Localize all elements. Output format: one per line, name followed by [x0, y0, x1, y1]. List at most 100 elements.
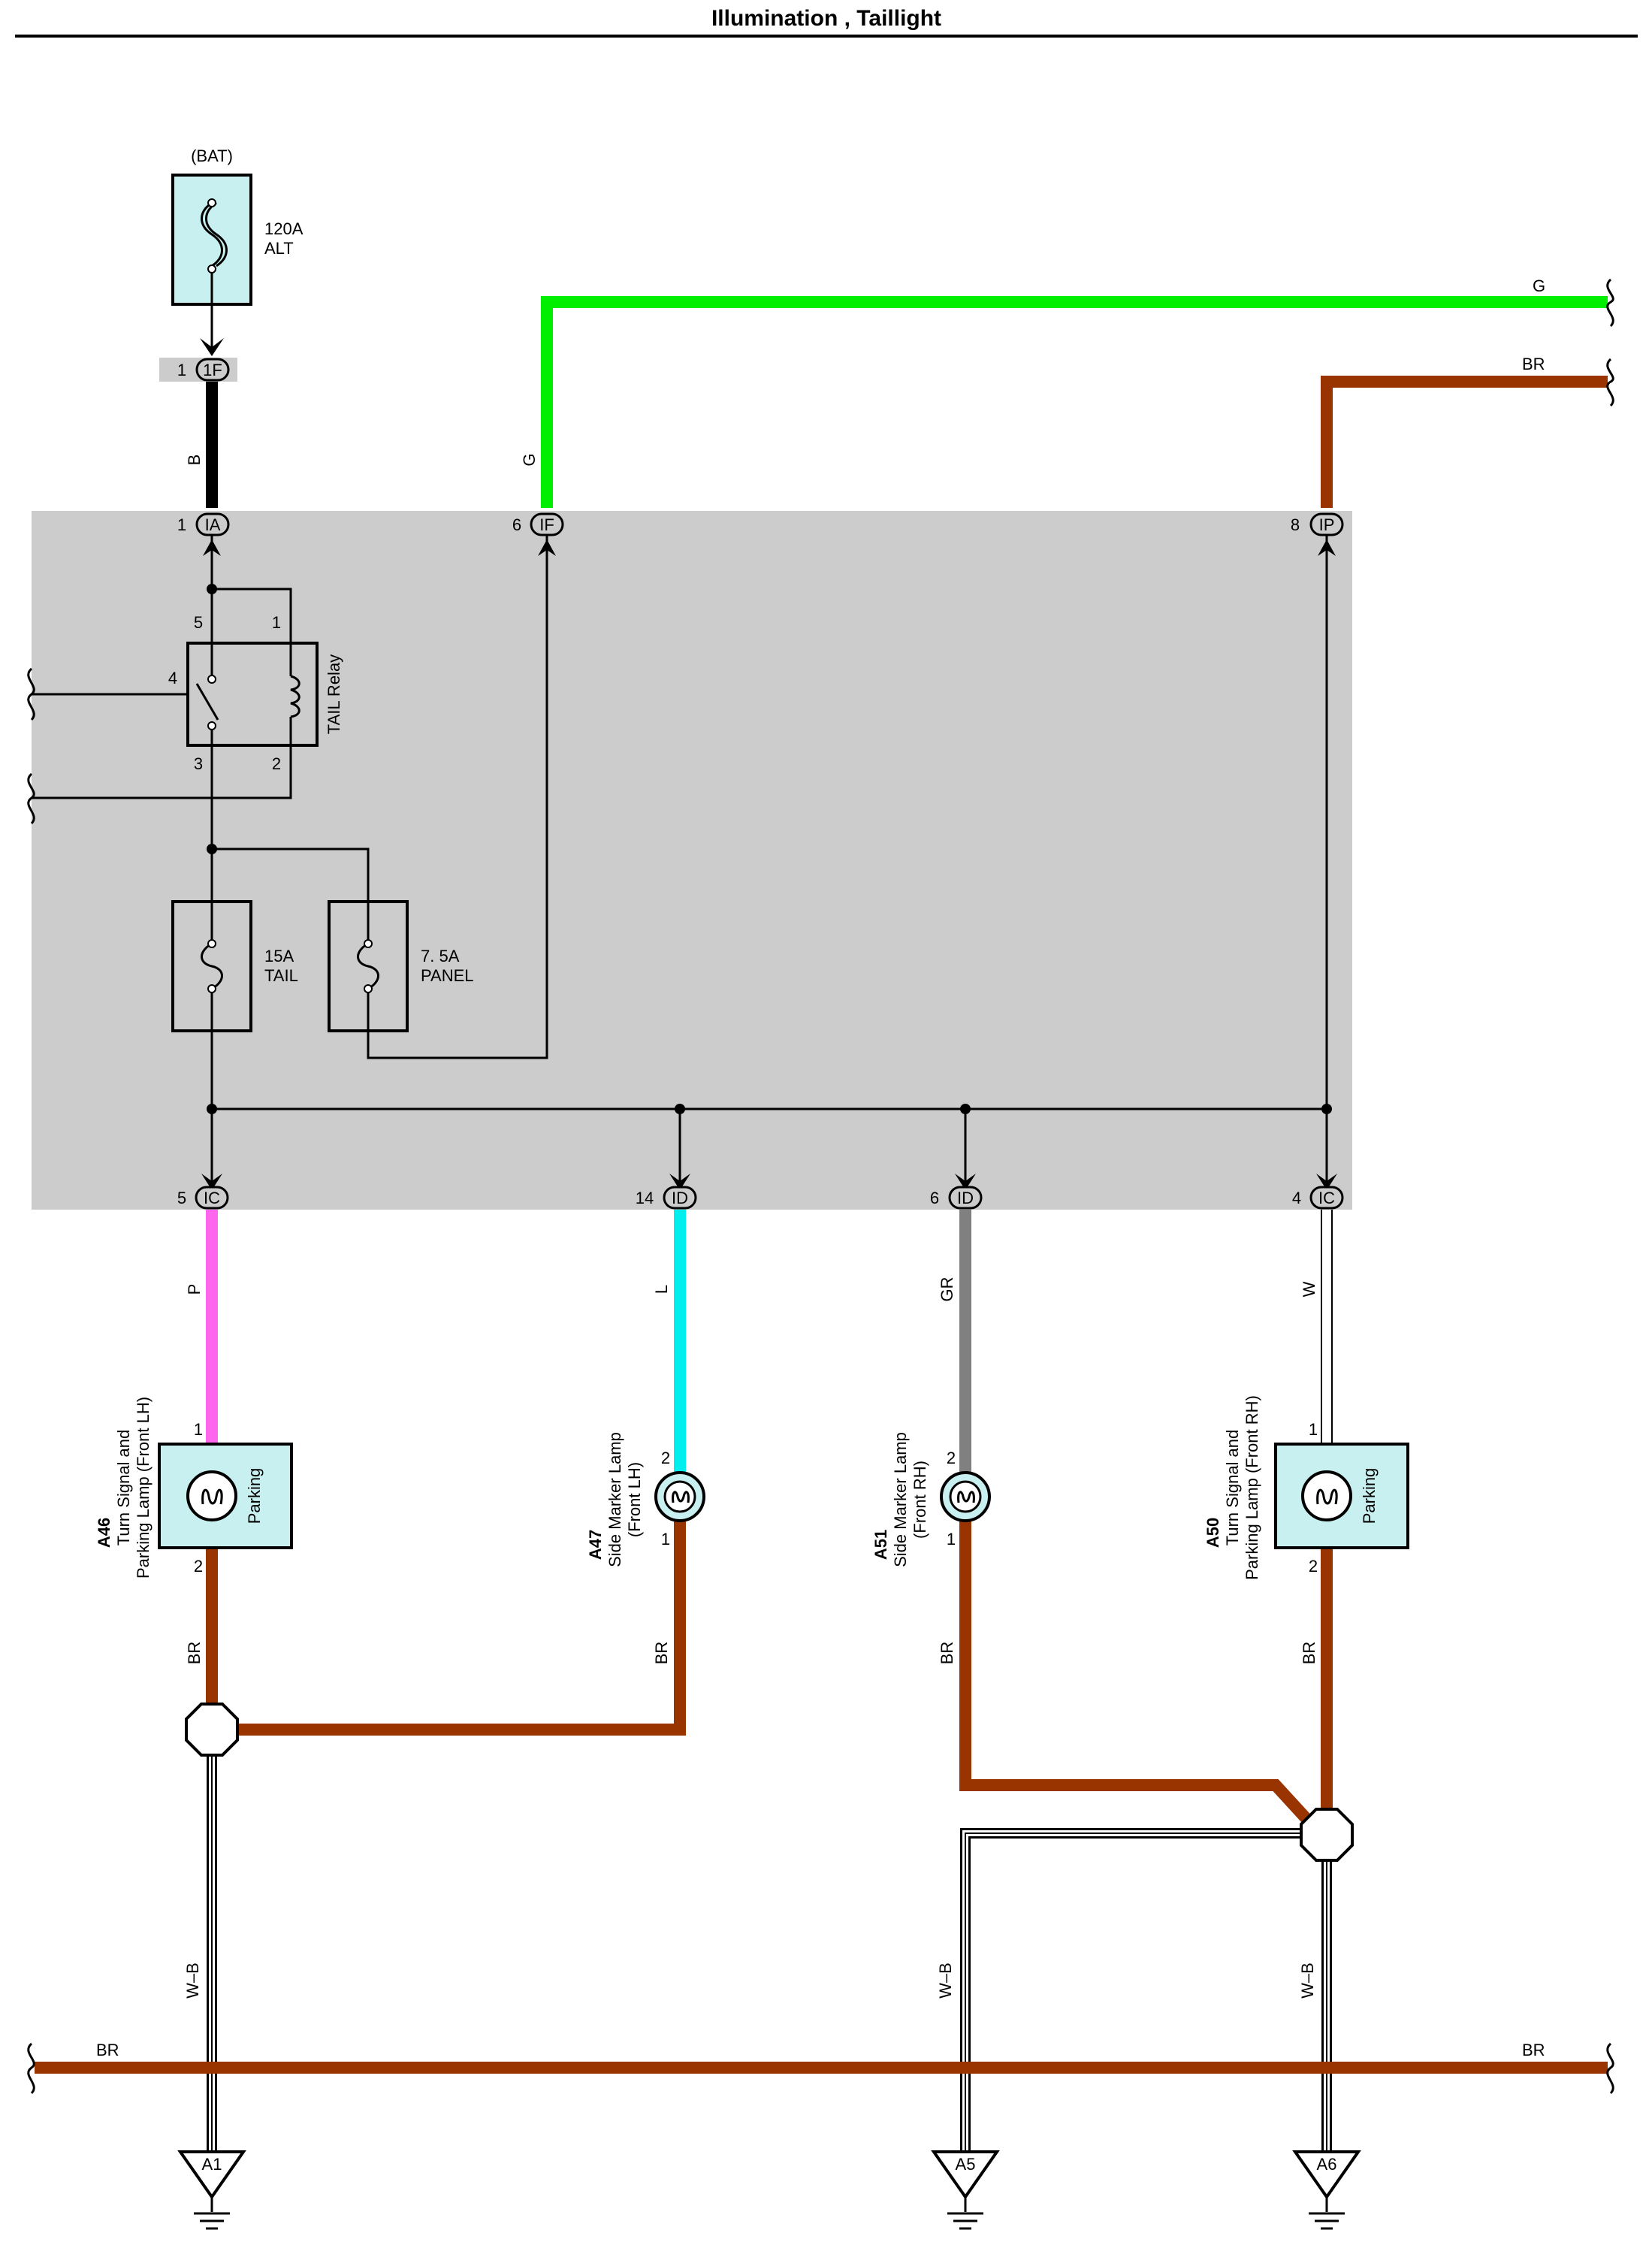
- lamp-a51-desc-1: Side Marker Lamp: [891, 1432, 910, 1567]
- connector-ic-5-code: IC: [204, 1189, 220, 1207]
- lamp-a46-code: A46: [95, 1518, 113, 1548]
- lamp-a50-desc-1: Turn Signal and: [1223, 1430, 1242, 1546]
- wire-br-returns: [206, 1515, 1333, 1826]
- junction-block: [32, 511, 1352, 1210]
- connector-ia-pin: 1: [177, 515, 186, 534]
- panel-fuse-name: PANEL: [421, 966, 474, 985]
- connector-ip-pin: 8: [1291, 515, 1300, 534]
- relay-pin-4: 4: [168, 669, 177, 687]
- wire-br-a46-label: BR: [185, 1642, 204, 1665]
- connector-1f-arrow: [200, 338, 224, 356]
- lamp-a47-bulb-icon: [654, 1471, 705, 1522]
- connector-1f: [195, 358, 230, 382]
- break-mark-br-top: [1606, 358, 1614, 407]
- lamp-a46-inner-label: Parking: [245, 1468, 264, 1524]
- junction-dots: [207, 584, 1332, 1114]
- lamp-a51-pin-bottom: 1: [947, 1530, 956, 1548]
- break-mark-relay-2: [27, 772, 35, 825]
- ground-a1: [177, 2150, 246, 2230]
- splice-point-left: [185, 1703, 239, 1757]
- lamp-a51-code: A51: [871, 1530, 890, 1560]
- connector-ic-4-pin: 4: [1292, 1189, 1301, 1207]
- break-mark-bottom-right: [1606, 2042, 1614, 2095]
- wire-gr-label: GR: [938, 1277, 956, 1302]
- tail-relay: [186, 642, 319, 747]
- alt-fuse-name: ALT: [264, 239, 294, 258]
- lamp-a50-desc-2: Parking Lamp (Front RH): [1243, 1395, 1261, 1580]
- wire-wb-grounds: [207, 1751, 1332, 2152]
- wire-br-ip: [1321, 376, 1608, 508]
- connector-ic-4: 4 IC: [1292, 1174, 1344, 1210]
- lamp-a47-desc-1: Side Marker Lamp: [606, 1432, 624, 1567]
- lamp-a47-pin-top: 2: [661, 1449, 670, 1467]
- connector-if-pin: 6: [512, 515, 521, 534]
- panel-fuse-rating: 7. 5A: [421, 947, 460, 965]
- connector-id-14: 14 ID: [636, 1174, 697, 1210]
- lamp-a51-pin-top: 2: [947, 1449, 956, 1467]
- break-mark-g: [1606, 278, 1614, 328]
- relay-pin-5: 5: [194, 613, 203, 632]
- tail-fuse-name: TAIL: [264, 966, 298, 985]
- lamp-a47-code: A47: [586, 1530, 605, 1560]
- wire-br-a51-label: BR: [938, 1642, 956, 1665]
- connector-id-14-code: ID: [672, 1189, 688, 1207]
- wire-b-label: B: [185, 455, 204, 466]
- ground-a6: [1292, 2150, 1361, 2230]
- wire-l-label: L: [652, 1285, 671, 1294]
- lamp-a46-bulb-icon: [186, 1470, 237, 1521]
- wire-br-bottom-label-right: BR: [1522, 2041, 1545, 2059]
- lamp-a46-desc-2: Parking Lamp (Front LH): [134, 1397, 153, 1579]
- connector-if-code: IF: [539, 515, 554, 534]
- wire-p-label: P: [185, 1284, 204, 1295]
- wire-wb-a1-label: W–B: [183, 1962, 202, 1999]
- connector-ic-5-pin: 5: [177, 1189, 186, 1207]
- connector-ic-5: 5 IC: [177, 1174, 229, 1210]
- connector-id-6: 6 ID: [930, 1174, 983, 1210]
- relay-pin-2: 2: [272, 754, 281, 773]
- ground-a6-label: A6: [1317, 2155, 1337, 2174]
- connector-1f-pin: 1: [177, 361, 186, 379]
- splice-point-right: [1300, 1808, 1354, 1862]
- lamp-a47-desc-2: (Front LH): [625, 1462, 644, 1537]
- connector-id-14-pin: 14: [636, 1189, 654, 1207]
- connector-id-6-code: ID: [957, 1189, 974, 1207]
- connector-ic-4-code: IC: [1318, 1189, 1335, 1207]
- lamp-a46-pin-top: 1: [194, 1420, 203, 1439]
- connector-ip: 8 IP: [1291, 512, 1344, 556]
- lamp-a51-bulb-icon: [940, 1471, 991, 1522]
- tail-fuse-rating: 15A: [264, 947, 294, 965]
- ground-a1-label: A1: [202, 2155, 222, 2174]
- lamp-a47-pin-bottom: 1: [661, 1530, 670, 1548]
- lamp-a50-pin-bottom: 2: [1309, 1557, 1318, 1576]
- wire-br-bottom-label-left: BR: [96, 2041, 119, 2059]
- lamp-a50-bulb-icon: [1301, 1470, 1352, 1521]
- wire-g-label-top: G: [1533, 276, 1545, 295]
- break-mark-relay-4: [27, 667, 35, 721]
- wire-wb-a5-label: W–B: [936, 1962, 955, 1999]
- alt-fuse-element: [201, 198, 228, 273]
- page-title: Illumination , Taillight: [711, 6, 941, 31]
- relay-pin-3: 3: [194, 754, 203, 773]
- junction-internal-wiring: [32, 535, 1328, 1195]
- alt-fuse-rating: 120A: [264, 219, 304, 238]
- lamp-a46-pin-bottom: 2: [194, 1557, 203, 1576]
- tail-fuse: [171, 900, 252, 1032]
- ground-a5: [931, 2150, 1000, 2230]
- connector-ip-code: IP: [1319, 515, 1335, 534]
- break-mark-bottom-left: [27, 2042, 35, 2095]
- connector-ia-code: IA: [205, 515, 221, 534]
- connector-id-6-pin: 6: [930, 1189, 939, 1207]
- wire-g-label-vertical: G: [520, 453, 539, 466]
- relay-name: TAIL Relay: [325, 654, 343, 734]
- lamp-a50-pin-top: 1: [1309, 1420, 1318, 1439]
- ground-a5-label: A5: [956, 2155, 976, 2174]
- wire-br-ip-label: BR: [1522, 355, 1545, 373]
- lamp-a50-code: A50: [1204, 1518, 1222, 1548]
- wire-g: [541, 296, 1608, 508]
- wire-w-label: W: [1300, 1281, 1318, 1297]
- wire-br-a50-label: BR: [1300, 1642, 1318, 1665]
- battery-label: (BAT): [191, 147, 233, 165]
- panel-fuse: [328, 900, 409, 1032]
- wire-br-a47-label: BR: [652, 1642, 671, 1665]
